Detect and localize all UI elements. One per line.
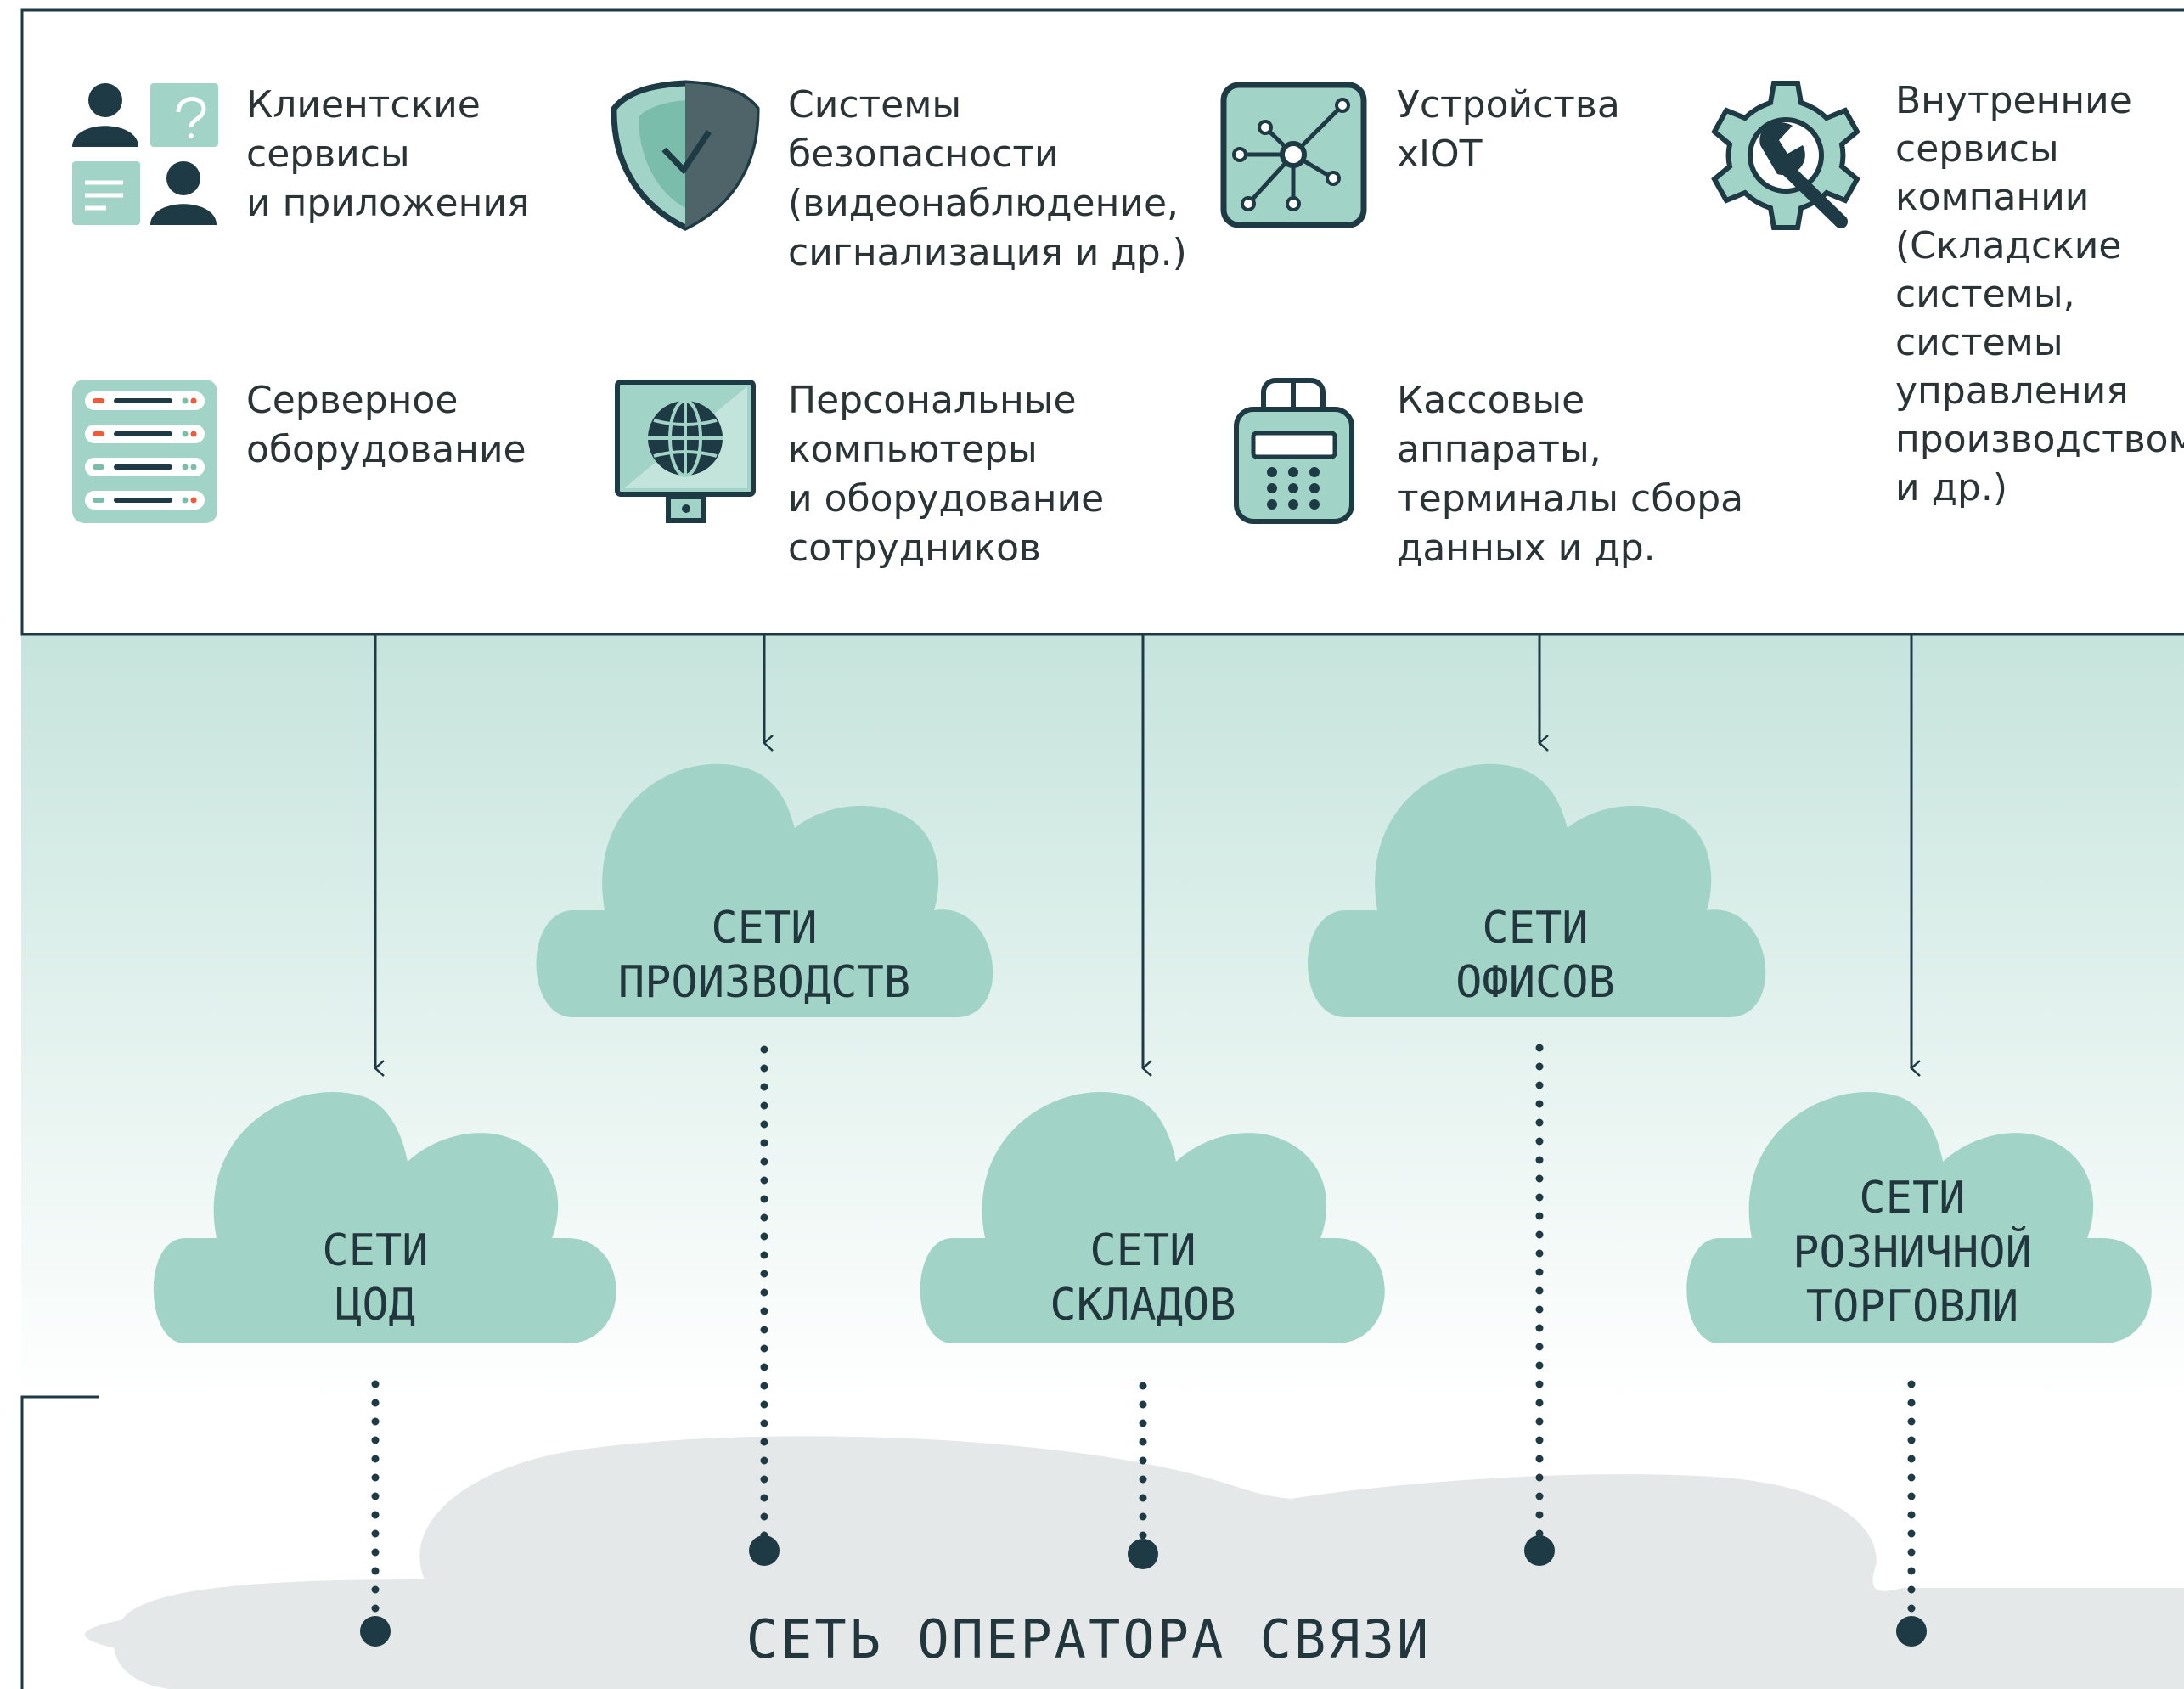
dotted-connectors [371, 1044, 1916, 1622]
service-label-servers: Серверное оборудование [246, 379, 526, 471]
service-label-internal: Внутренние сервисы компании (Складские с… [1895, 79, 2184, 510]
connector-endpoints [360, 1535, 1927, 1647]
cash-register-icon [1234, 378, 1354, 524]
gear-wrench-icon [1711, 81, 1860, 230]
cloud-wh [920, 1091, 1385, 1343]
service-label-pcs: Персональные компьютеры и оборудование с… [788, 379, 1116, 570]
server-rack-icon [72, 380, 217, 523]
cloud-prod [536, 763, 993, 1017]
operator-network-label: СЕТЬ ОПЕРАТОРА СВЯЗИ [746, 1608, 1432, 1670]
service-label-cash: Кассовые аппараты, терминалы сбора данны… [1397, 379, 1755, 570]
service-label-xiot: Устройства xIOT [1397, 83, 1632, 176]
arrows [374, 635, 1921, 1077]
monitor-globe-icon [615, 380, 756, 523]
shield-check-icon [611, 80, 760, 231]
service-label-security: Системы безопасности (видеонаблюдение, с… [788, 83, 1191, 274]
cloud-off [1308, 763, 1766, 1017]
cloud-dc [153, 1091, 616, 1343]
bottom-bracket [20, 1395, 99, 1689]
cloud-retail [1686, 1091, 2152, 1343]
service-label-clients: Клиентские сервисы и приложения [246, 83, 529, 225]
network-node-icon [1220, 82, 1367, 228]
users-chat-icon [72, 83, 218, 225]
